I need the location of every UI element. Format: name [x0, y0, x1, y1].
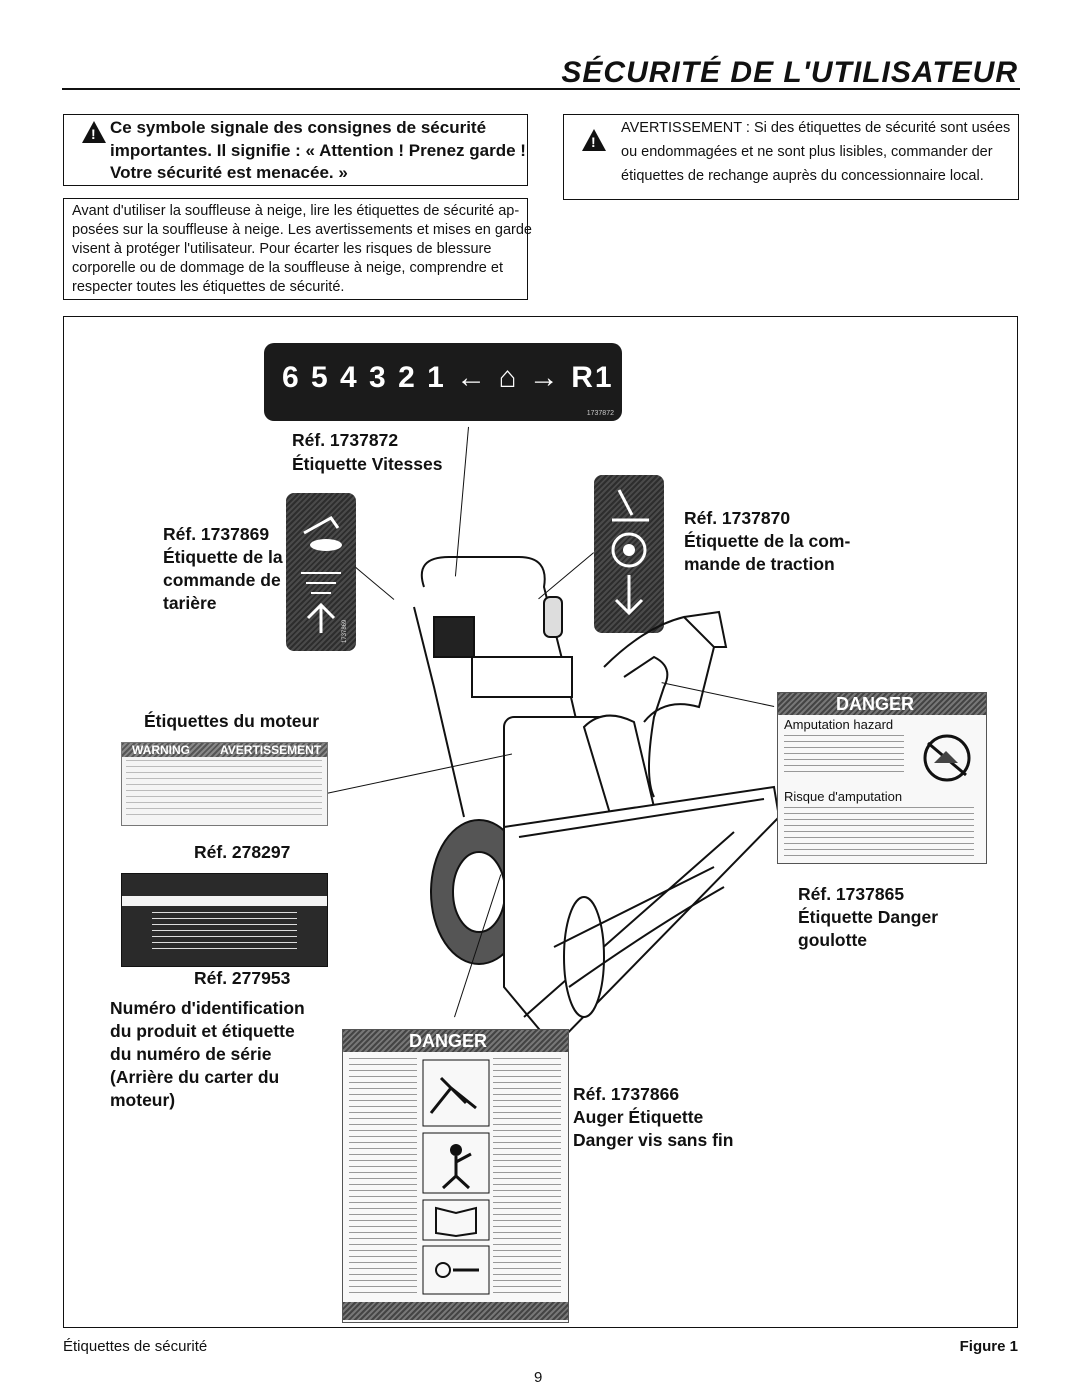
- page-number: 9: [534, 1369, 543, 1386]
- symbol-notice-line3: Votre sécurité est menacée. »: [110, 163, 348, 182]
- id-line-5: moteur): [110, 1090, 176, 1110]
- hand-in-chute-icon: [923, 734, 971, 782]
- warning-triangle-icon: [82, 121, 106, 143]
- auger-danger-footer: [343, 1302, 568, 1320]
- auger-danger-right-col: [493, 1058, 561, 1298]
- chute-danger-en-heading: Amputation hazard: [784, 717, 894, 732]
- ref-1737872: Réf. 1737872: [292, 430, 399, 450]
- ref-1737866: Réf. 1737866: [573, 1084, 680, 1104]
- engine-warning-body: [126, 760, 322, 820]
- traction-line-1: Étiquette de la com-: [684, 531, 851, 551]
- warning-notice-box: AVERTISSEMENT : Si des étiquettes de séc…: [563, 114, 1019, 200]
- auger-control-line-2: commande de: [163, 570, 281, 590]
- speed-decal: 6 5 4 3 2 1 ← ⌂ → R1 R2 1737872: [264, 343, 622, 421]
- snowblower-illustration: [413, 556, 781, 1049]
- ref-278297: Réf. 278297: [194, 842, 291, 862]
- engine-warning-header: [122, 743, 327, 757]
- auger-danger-left-col: [349, 1058, 417, 1298]
- id-line-4: (Arrière du carter du: [110, 1067, 280, 1087]
- speed-decal-number: 1737872: [586, 410, 614, 417]
- intro-line-3: visent à protéger l'utilisateur. Pour éc…: [72, 241, 492, 257]
- warning-line-3: étiquettes de rechange auprès du concess…: [621, 168, 984, 184]
- symbol-notice-line2: importantes. Il signifie : « Attention !…: [110, 141, 526, 160]
- id-line-3: du numéro de série: [110, 1044, 272, 1064]
- header-divider: [62, 88, 1020, 90]
- ref-277953: Réf. 277953: [194, 968, 291, 988]
- auger-control-decal: 1737869: [286, 493, 356, 651]
- warning-line-2: ou endommagées et ne sont plus lisibles,…: [621, 144, 993, 160]
- chute-danger-title: DANGER: [836, 694, 915, 714]
- figure-frame: 6 5 4 3 2 1 ← ⌂ → R1 R2 1737872 Réf. 173…: [63, 316, 1018, 1328]
- warning-line-1: AVERTISSEMENT : Si des étiquettes de séc…: [621, 120, 1011, 136]
- intro-line-2: posées sur la souffleuse à neige. Les av…: [72, 222, 532, 238]
- auger-danger-line-1: Auger Étiquette: [573, 1107, 704, 1127]
- intro-paragraph-box: Avant d'utiliser la souffleuse à neige, …: [63, 198, 532, 300]
- chute-danger-header: [778, 693, 986, 715]
- symbol-notice-line1: Ce symbole signale des consignes de sécu…: [110, 118, 487, 137]
- label-engine-labels: Étiquettes du moteur: [144, 711, 320, 731]
- id-line-1: Numéro d'identification: [110, 998, 305, 1018]
- chute-line-1: Étiquette Danger: [798, 907, 939, 927]
- auger-control-line-1: Étiquette de la: [163, 547, 283, 567]
- engine-warning-decal: WARNING AVERTISSEMENT: [121, 742, 328, 826]
- speed-decal-text: 6 5 4 3 2 1 ← ⌂ → R1 R2: [282, 361, 622, 394]
- figure-caption: Étiquettes de sécurité: [63, 1338, 208, 1355]
- engine-id-decal-text: [152, 912, 297, 952]
- id-line-2: du produit et étiquette: [110, 1021, 295, 1041]
- ref-1737869: Réf. 1737869: [163, 524, 270, 544]
- auger-control-line-3: tarière: [163, 593, 217, 613]
- engine-id-decal-band: [122, 896, 327, 906]
- intro-line-4: corporelle ou de dommage de la souffleus…: [72, 260, 503, 276]
- auger-danger-line-2: Danger vis sans fin: [573, 1130, 734, 1150]
- traction-control-decal: [594, 475, 664, 633]
- ref-1737870: Réf. 1737870: [684, 508, 791, 528]
- traction-line-2: mande de traction: [684, 554, 835, 574]
- chute-danger-en-body: [784, 735, 904, 777]
- auger-danger-header: [343, 1030, 568, 1052]
- engine-id-decal: [121, 873, 328, 967]
- auger-control-icon: 1737869: [301, 516, 348, 643]
- label-etiquette-vitesses: Étiquette Vitesses: [292, 454, 443, 474]
- chute-danger-decal: DANGER Amputation hazard Risque d'amputa…: [777, 692, 987, 864]
- auger-danger-title: DANGER: [409, 1031, 488, 1051]
- figure-number: Figure 1: [959, 1338, 1018, 1355]
- chute-line-2: goulotte: [798, 930, 868, 950]
- traction-control-icon: [611, 489, 649, 616]
- chute-danger-fr-heading: Risque d'amputation: [784, 789, 903, 804]
- svg-text:1737869: 1737869: [342, 619, 348, 643]
- intro-line-5: respecter toutes les étiquettes de sécur…: [72, 279, 345, 295]
- warning-triangle-icon: [582, 129, 606, 151]
- intro-line-1: Avant d'utiliser la souffleuse à neige, …: [72, 203, 520, 219]
- auger-danger-decal: DANGER: [342, 1029, 569, 1323]
- page-section-title: SÉCURITÉ DE L'UTILISATEUR: [561, 56, 1018, 89]
- engine-warning-fr: AVERTISSEMENT: [220, 743, 322, 757]
- ref-1737865: Réf. 1737865: [798, 884, 905, 904]
- symbol-notice-box: Ce symbole signale des consignes de sécu…: [63, 114, 528, 186]
- chute-danger-fr-body: [784, 807, 974, 857]
- auger-hazard-icons: [422, 1059, 490, 1295]
- engine-warning-en: WARNING: [132, 743, 190, 757]
